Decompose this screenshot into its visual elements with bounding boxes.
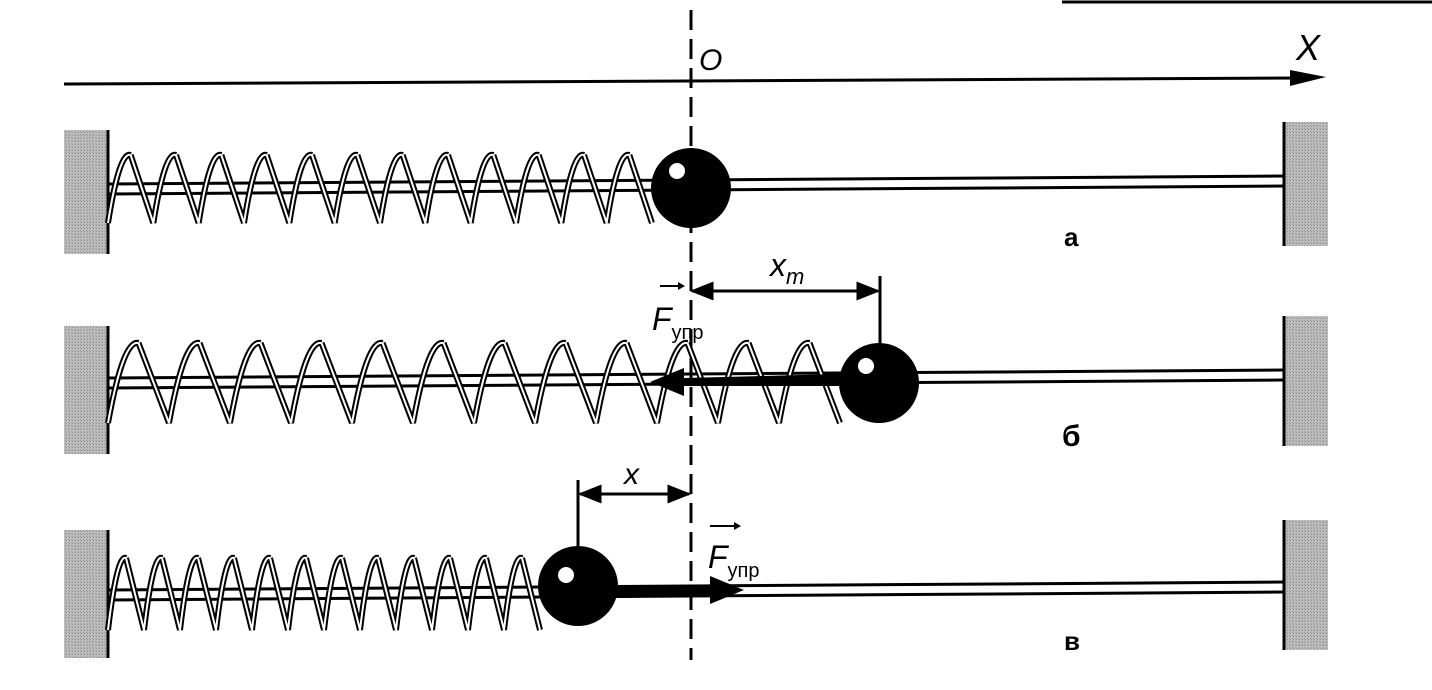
- spring-coil-highlight: [107, 153, 653, 224]
- force-arrow-c: [614, 576, 744, 604]
- ball-a: [651, 148, 731, 228]
- force-label-b: Fупр: [652, 282, 704, 344]
- spring-coil-outline: [105, 151, 655, 224]
- panel-label-b: б: [1062, 420, 1081, 453]
- svg-text:Fупр: Fупр: [652, 301, 704, 344]
- displacement-label: x: [622, 458, 640, 491]
- left-wall-b: [64, 326, 108, 454]
- panel-label-a: а: [1064, 222, 1079, 252]
- svg-text:Fупр: Fупр: [708, 539, 760, 582]
- spring-coil-outline: [105, 554, 543, 631]
- amplitude-label: xm: [768, 247, 804, 289]
- x-axis-arrowhead: [1290, 70, 1326, 86]
- right-wall-b: [1284, 316, 1328, 446]
- x-axis: [63, 70, 1326, 86]
- force-label-c: Fупр: [708, 522, 760, 582]
- spring-coil-highlight: [107, 556, 541, 631]
- right-wall-a: [1284, 122, 1328, 246]
- force-arrow-b: [650, 368, 840, 396]
- panel-label-c: в: [1064, 626, 1080, 656]
- left-wall-a: [64, 130, 108, 254]
- spring-c: [105, 554, 543, 631]
- displacement-dimension: [576, 480, 692, 550]
- spring-a: [105, 151, 655, 224]
- amplitude-dimension: [689, 276, 882, 346]
- x-axis-label: X: [1295, 27, 1322, 68]
- left-wall-c: [64, 530, 108, 658]
- right-wall-c: [1284, 520, 1328, 650]
- ball-c: [538, 546, 618, 626]
- origin-label: O: [699, 44, 722, 77]
- ball-b: [839, 343, 919, 423]
